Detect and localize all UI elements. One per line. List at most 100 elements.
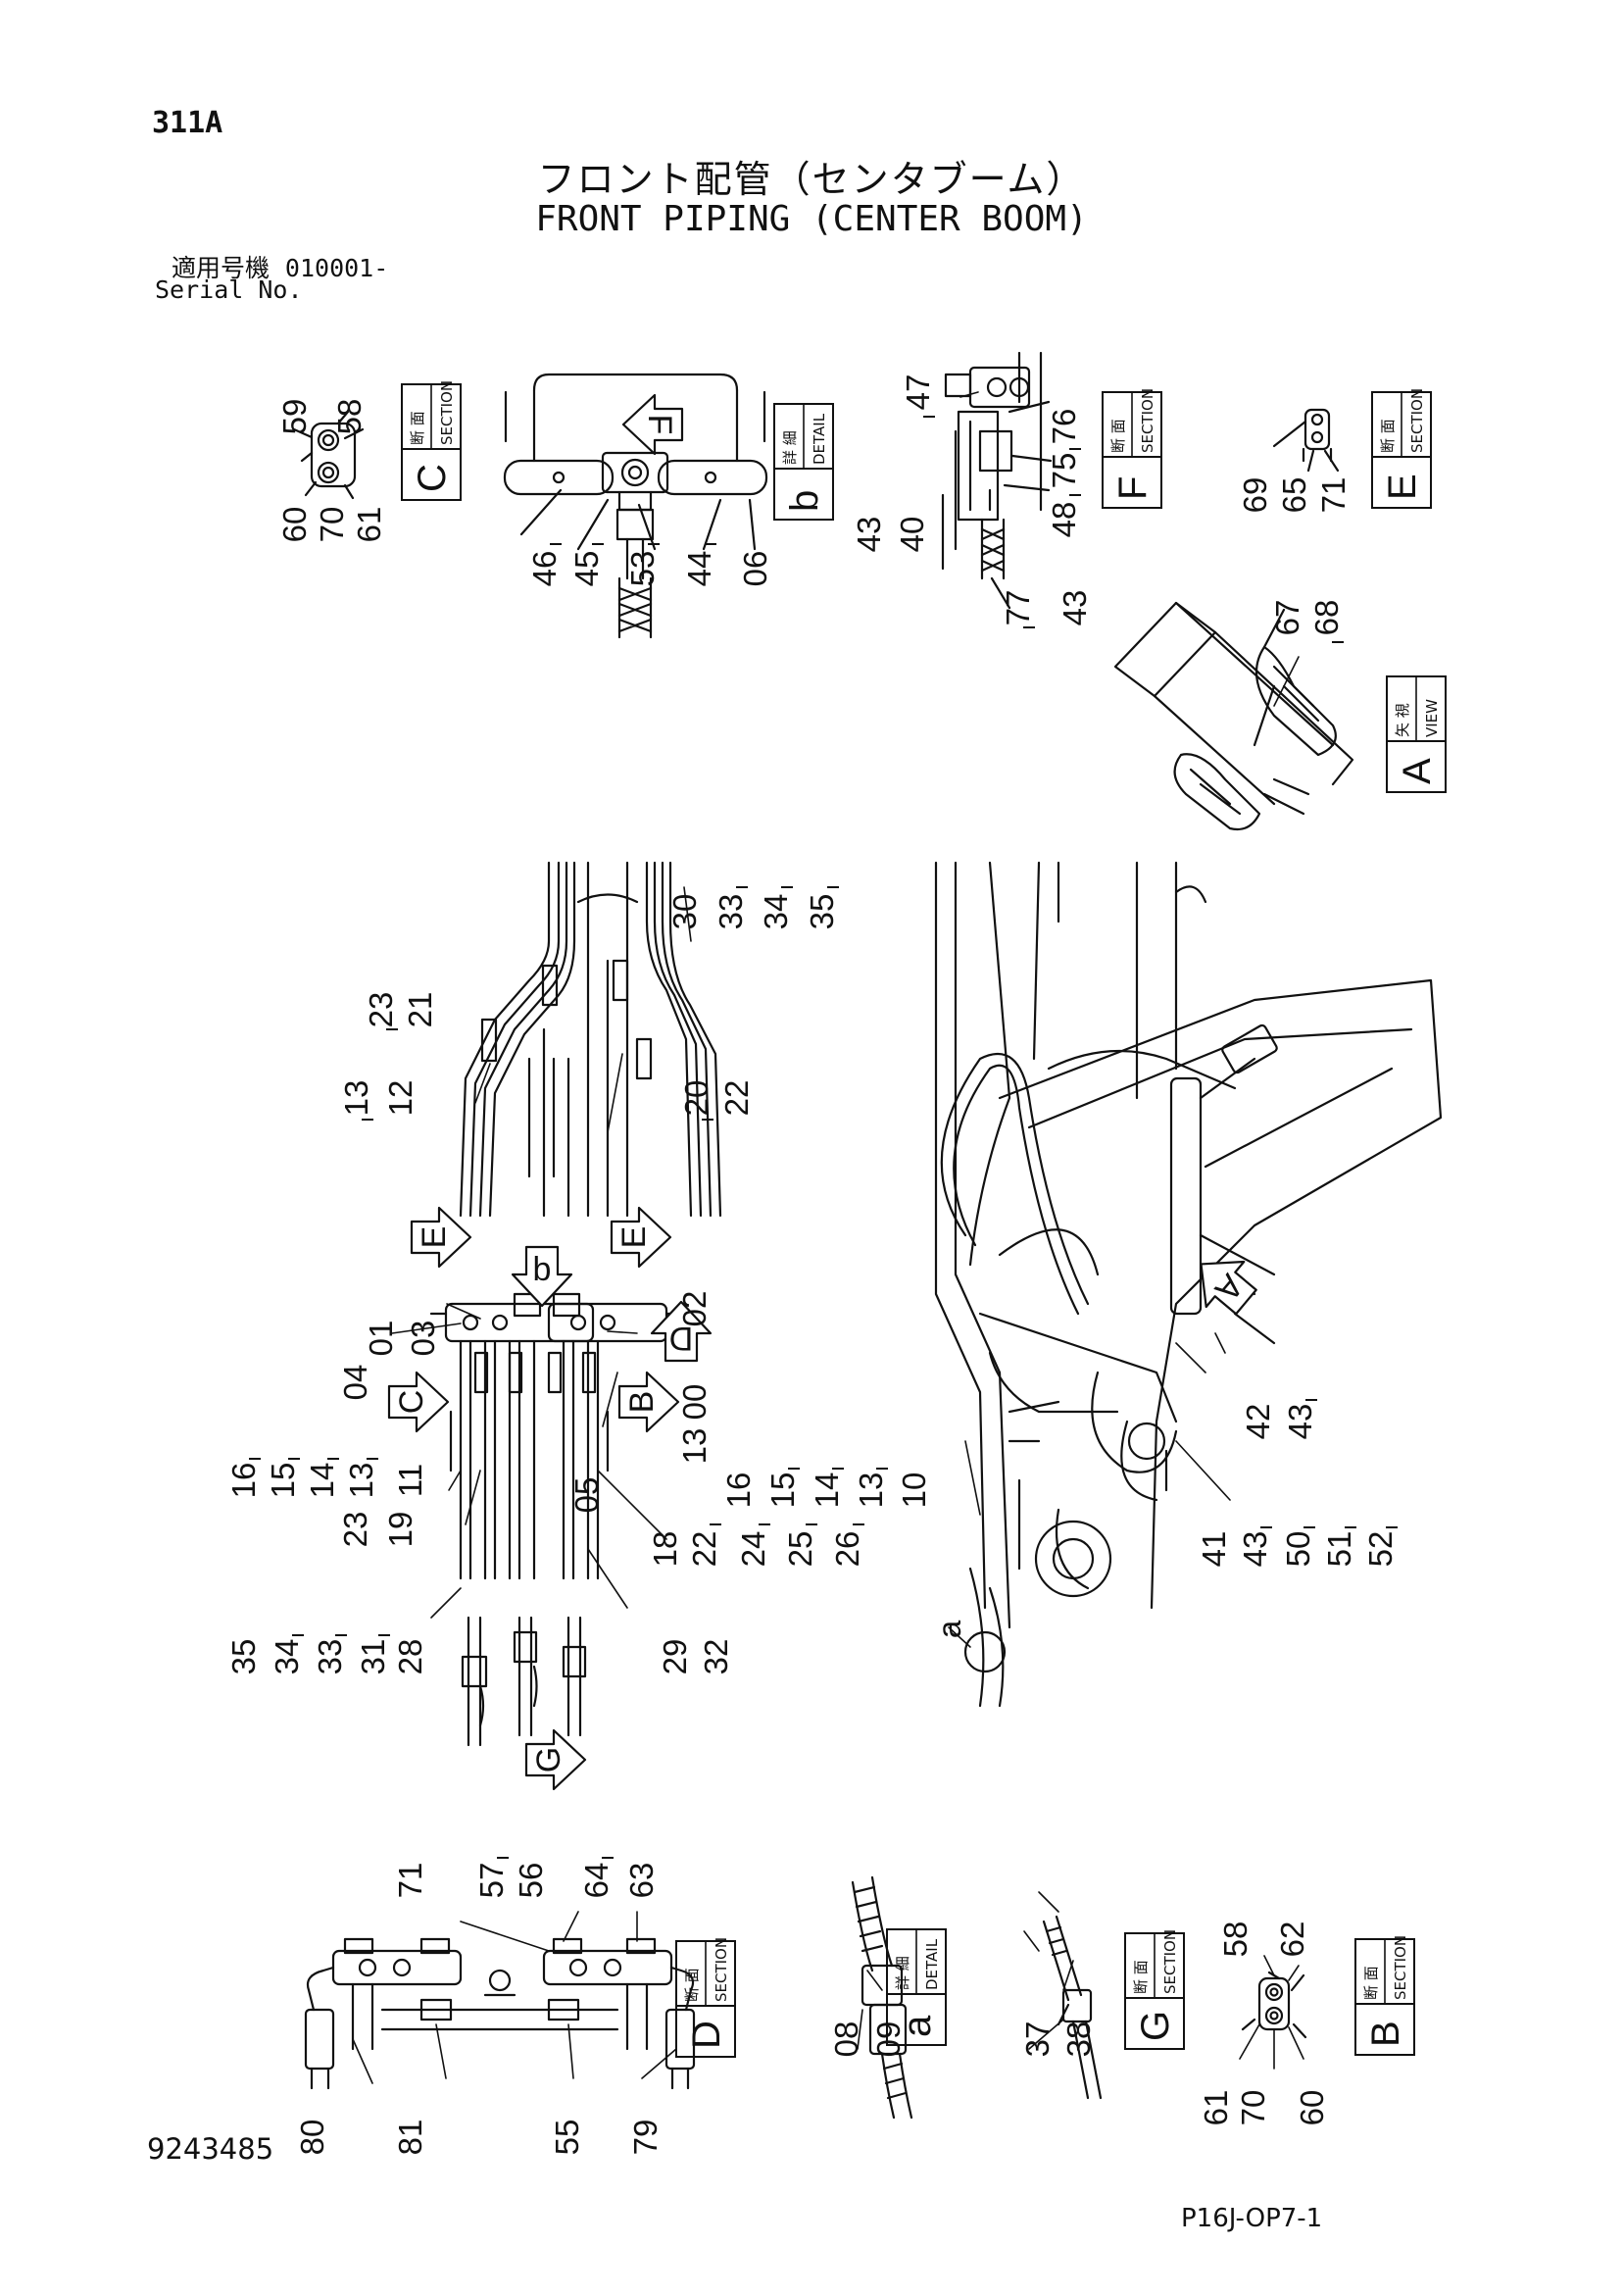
callout-number: 43 xyxy=(1057,590,1093,626)
view-box-kanji: 断 面 xyxy=(1132,1960,1150,1994)
callout-number: 37 xyxy=(1019,2021,1056,2058)
document-number: 9243485 xyxy=(147,2132,274,2166)
callout-number: 59 xyxy=(276,399,313,435)
boom-top-view xyxy=(429,861,722,1747)
callout-number: 61 xyxy=(351,507,387,543)
view-box-letter: E xyxy=(1381,474,1424,500)
callout-number: 40 xyxy=(894,517,930,553)
callout-number: 01 xyxy=(363,1321,399,1357)
view-a-figure xyxy=(1113,601,1354,831)
callout-number: 30 xyxy=(666,894,703,930)
view-arrow-e-2: E xyxy=(610,1206,672,1269)
callout-number: 63 xyxy=(623,1863,660,1899)
view-box-kanji: 断 面 xyxy=(683,1968,701,2002)
callout-number: 10 xyxy=(896,1472,932,1509)
callout-number: 64 xyxy=(578,1863,615,1899)
callout-number: 60 xyxy=(1294,2090,1330,2126)
callout-number: 60 xyxy=(276,507,313,543)
serial-label-jp: 適用号機 xyxy=(172,254,270,282)
callout-number: 77 xyxy=(1000,590,1036,626)
view-box-kanji: 断 面 xyxy=(409,411,426,445)
callout-number: 75 xyxy=(1046,453,1082,489)
section-e-figure xyxy=(1272,408,1340,473)
callout-number: 80 xyxy=(294,2120,330,2156)
callout-number: 23 xyxy=(337,1512,373,1548)
view-box-sub: VIEW xyxy=(1423,699,1441,737)
view-arrow-shape xyxy=(621,393,684,456)
view-arrow-e-1: E xyxy=(410,1206,472,1269)
callout-number: 05 xyxy=(568,1477,605,1514)
page-code: P16J-OP7-1 xyxy=(1181,2204,1323,2233)
callout-number: 13 xyxy=(853,1472,889,1509)
callout-number: 35 xyxy=(804,894,840,930)
callout-number: 26 xyxy=(829,1531,865,1568)
callout-number: 47 xyxy=(900,374,936,411)
callout-number: 81 xyxy=(392,2120,428,2156)
callout-number: 71 xyxy=(392,1863,428,1899)
view-box-letter: F xyxy=(1111,476,1155,500)
view-box-sub: SECTION xyxy=(1161,1929,1179,1994)
callout-number: 18 xyxy=(647,1531,683,1568)
view-box-kanji: 矢 視 xyxy=(1394,703,1411,737)
callout-number: 58 xyxy=(331,399,368,435)
callout-number: 71 xyxy=(1315,477,1352,514)
view-arrow-letter: E xyxy=(615,1226,653,1249)
serial-label: 適用号機 010001- xyxy=(172,249,388,284)
callout-number: 56 xyxy=(513,1863,549,1899)
callout-number: 19 xyxy=(382,1512,418,1548)
callout-number: 68 xyxy=(1308,600,1345,636)
callout-number: 32 xyxy=(698,1639,734,1675)
view-box-kanji: 詳 細 xyxy=(894,1956,911,1990)
view-arrow-f-0: F xyxy=(621,393,684,456)
title-japanese: フロント配管（センタブーム） xyxy=(537,158,1086,201)
callout-number: 31 xyxy=(355,1639,391,1675)
callout-number: 76 xyxy=(1046,409,1082,445)
callout-number: 50 xyxy=(1280,1531,1316,1568)
boom-side-view xyxy=(934,861,1443,1708)
callout-number: 46 xyxy=(526,551,563,587)
view-box-sub: SECTION xyxy=(438,380,456,445)
callout-number: 70 xyxy=(1235,2090,1271,2126)
callout-number: 14 xyxy=(304,1463,340,1499)
callout-number: 29 xyxy=(657,1639,693,1675)
view-arrow-letter: F xyxy=(641,415,678,435)
callout-number: 33 xyxy=(312,1639,348,1675)
section-d-figure xyxy=(304,1937,696,2090)
view-box-letter: A xyxy=(1396,758,1439,784)
callout-number: 15 xyxy=(764,1472,801,1509)
callout-number: 14 xyxy=(809,1472,845,1509)
callout-number: 43 xyxy=(851,517,887,553)
title-english: FRONT PIPING (CENTER BOOM) xyxy=(535,199,1088,239)
view-box-letter: a xyxy=(896,2015,939,2037)
view-arrow-shape xyxy=(524,1728,587,1791)
section-g-figure xyxy=(1042,1915,1103,2100)
view-arrow-shape xyxy=(387,1371,450,1433)
page-number: 311A xyxy=(152,106,223,140)
callout-number: 57 xyxy=(473,1863,510,1899)
callout-number: 11 xyxy=(392,1464,428,1497)
callout-number: 23 xyxy=(363,992,399,1028)
callout-number: 13 xyxy=(338,1080,374,1117)
callout-number: 33 xyxy=(713,894,749,930)
view-arrow-shape xyxy=(1200,1260,1257,1316)
view-box-view-a: 矢 視 VIEW A xyxy=(1386,675,1447,793)
callout-number: 70 xyxy=(314,507,350,543)
callout-number: a xyxy=(931,1620,967,1638)
callout-number: 45 xyxy=(568,551,605,587)
view-arrow-letter: B xyxy=(623,1391,661,1414)
leader-lines xyxy=(352,391,1304,2084)
view-box-sub: SECTION xyxy=(1408,388,1426,453)
callout-number: 67 xyxy=(1269,600,1305,636)
view-box-sub: SECTION xyxy=(1392,1935,1409,2000)
callout-number: 24 xyxy=(735,1531,771,1568)
view-box-sub: SECTION xyxy=(1139,388,1156,453)
callout-number: 61 xyxy=(1198,2090,1234,2126)
view-arrow-shape xyxy=(610,1206,672,1269)
callout-number: 13 xyxy=(343,1463,379,1499)
view-arrow-b-6: B xyxy=(617,1371,680,1433)
